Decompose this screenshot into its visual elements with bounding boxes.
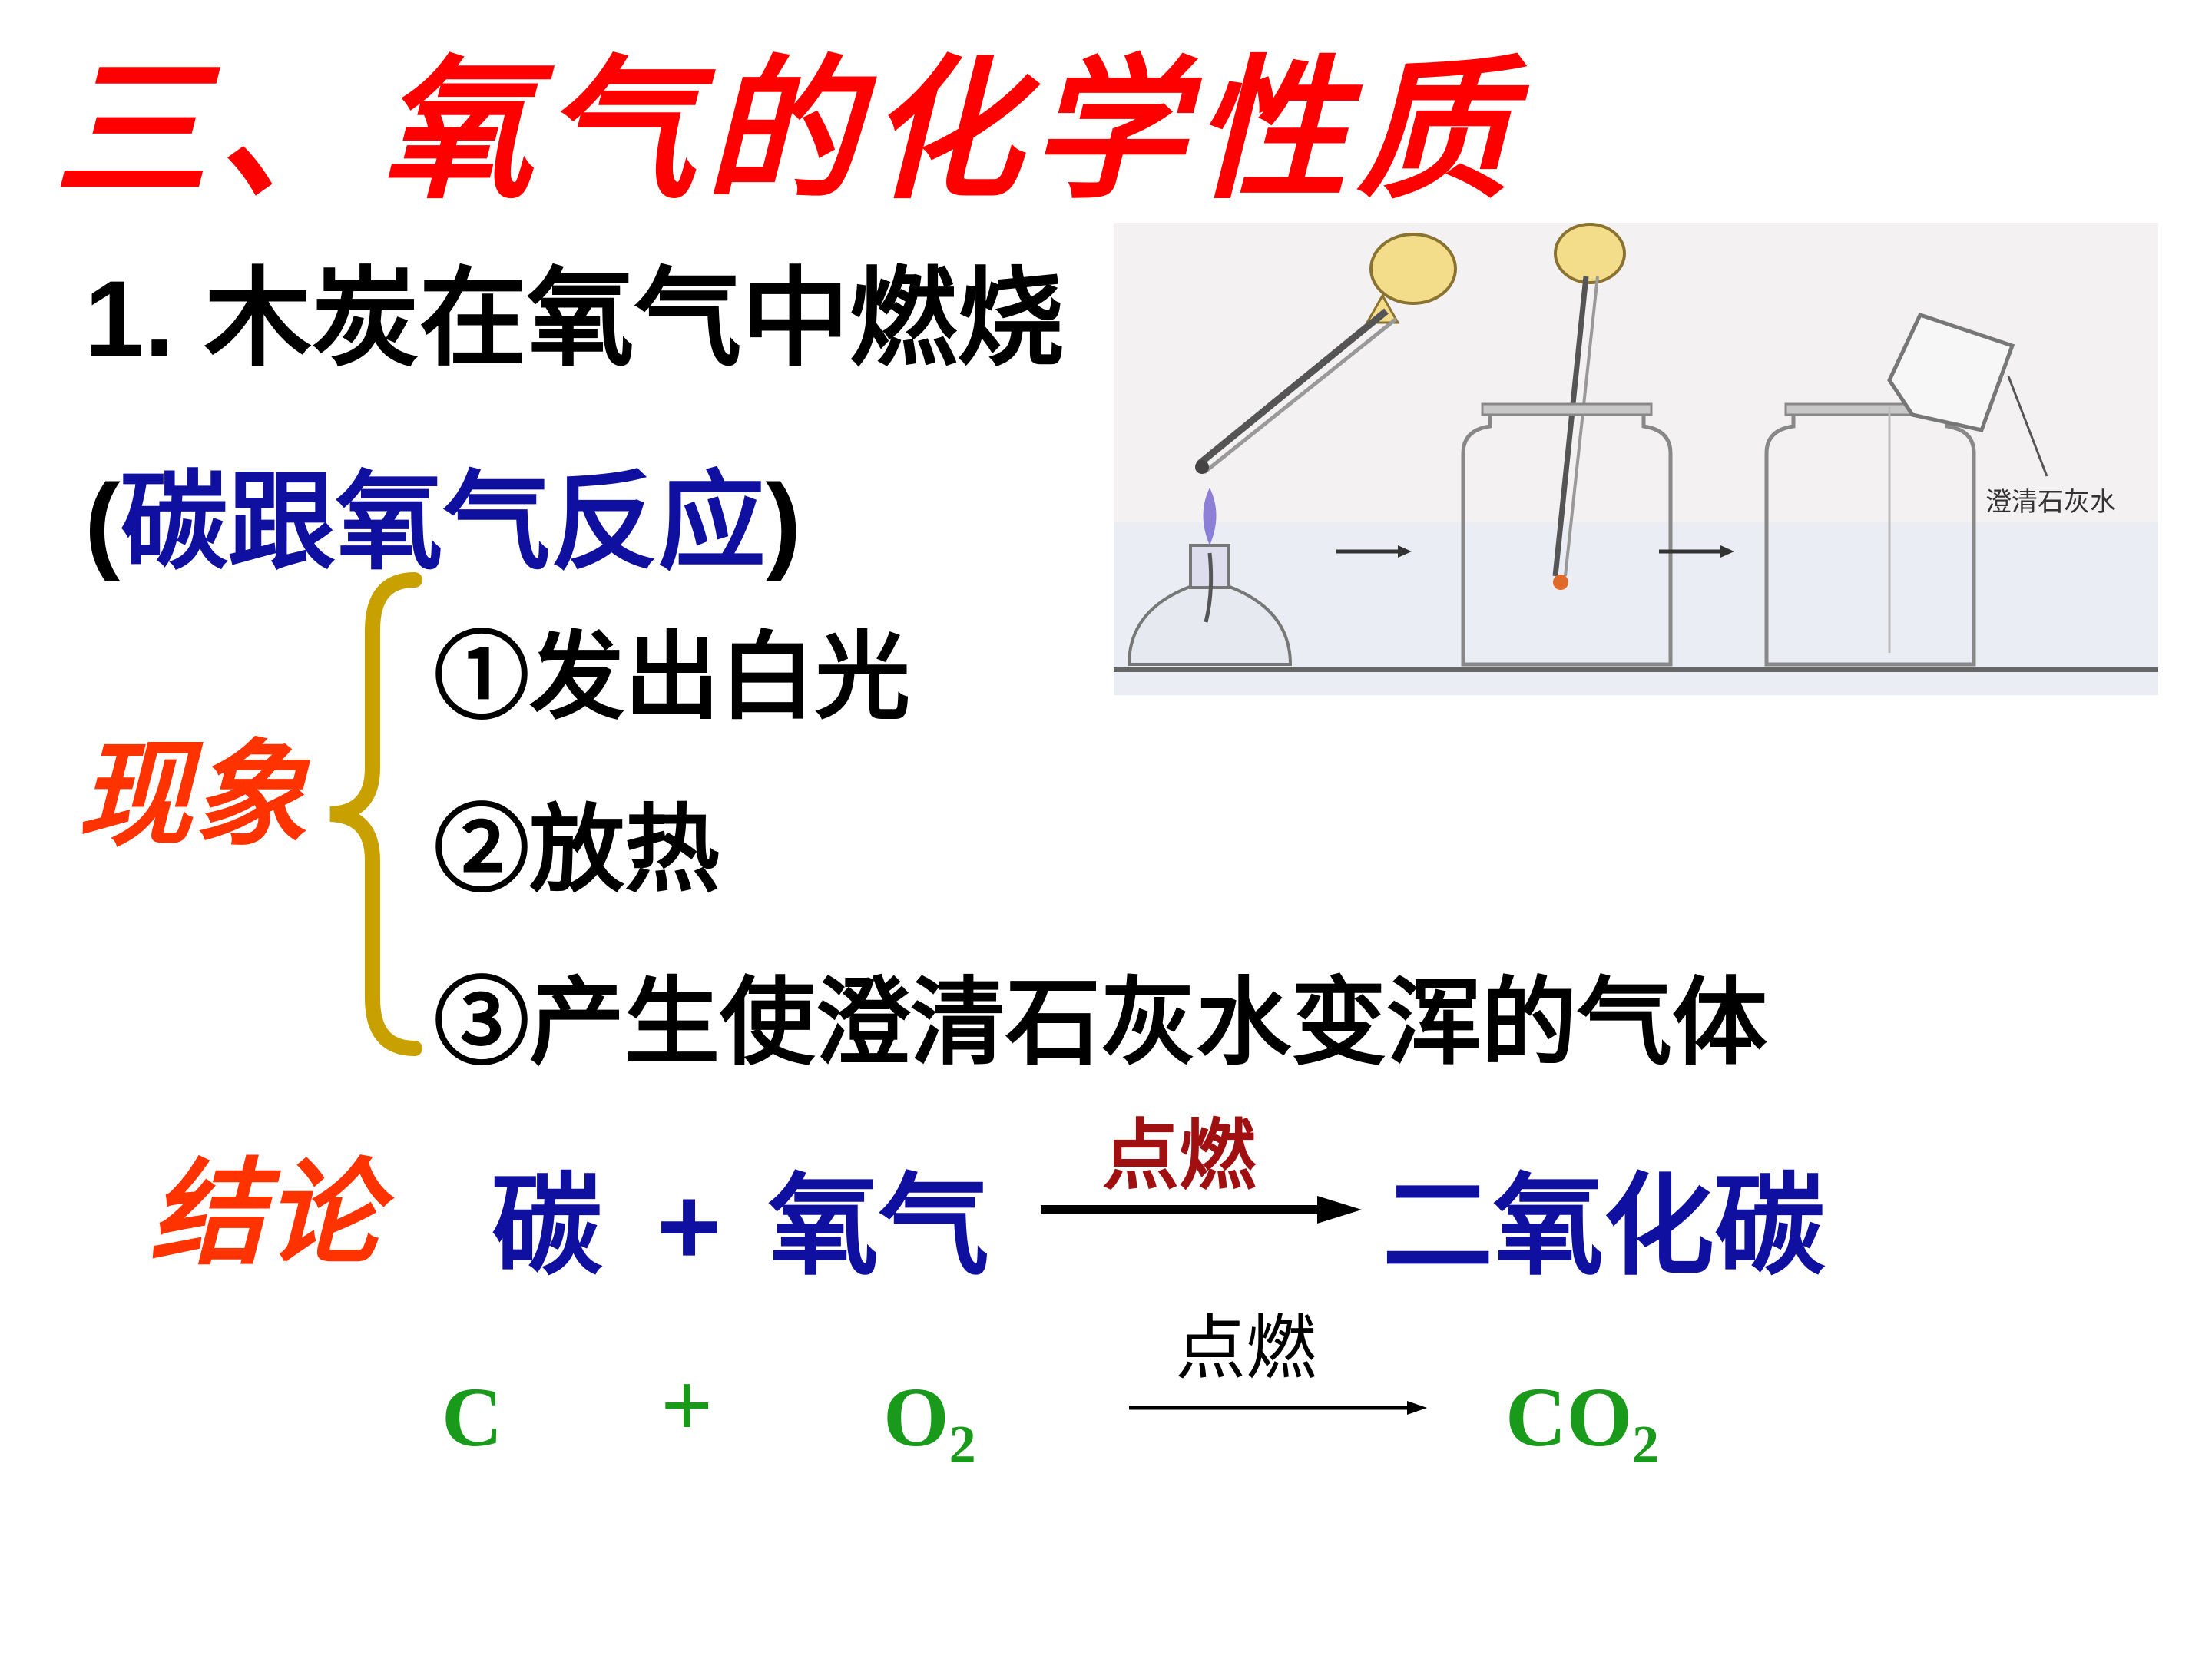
formula-reactant-o2: O2 <box>883 1375 976 1472</box>
o2-subscript: 2 <box>949 1416 976 1475</box>
word-plus: + <box>657 1164 722 1288</box>
formula-product-co2: CO2 <box>1505 1375 1659 1472</box>
observation-3: ③产生使澄清石灰水变浑的气体 <box>434 970 1768 1076</box>
reaction-name: 碳跟氧气反应 <box>120 462 766 582</box>
limewater-caption: 澄清石灰水 <box>1985 487 2116 518</box>
open-paren: ( <box>84 462 121 582</box>
curly-brace <box>329 572 422 1056</box>
formula-condition: 点燃 <box>1175 1310 1317 1388</box>
beaker-icon <box>1764 312 2048 667</box>
observation-1: ①发出白光 <box>434 624 911 730</box>
reaction-name-line: (碳跟氧气反应) <box>84 469 801 576</box>
co2-base: CO <box>1505 1370 1632 1464</box>
phenomena-label: 现象 <box>77 727 308 863</box>
conclusion-label: 结论 <box>150 1146 381 1281</box>
experiment-illustration: 澄清石灰水 <box>1114 223 2158 695</box>
co2-subscript: 2 <box>1632 1416 1659 1475</box>
formula-arrow <box>1129 1401 1427 1415</box>
word-arrow <box>1041 1196 1362 1224</box>
close-paren: ) <box>765 462 802 582</box>
formula-plus: + <box>661 1354 714 1456</box>
hand-tongs-icon <box>1195 233 1457 474</box>
word-reactant-oxygen: 氧气 <box>768 1164 990 1288</box>
formula-reactant-c: C <box>442 1370 503 1464</box>
alcohol-lamp-icon <box>1127 488 1293 666</box>
word-reactant-carbon: 碳 <box>492 1164 603 1288</box>
gas-jar-icon <box>1461 223 1673 667</box>
word-product: 二氧化碳 <box>1382 1164 1826 1288</box>
slide-title: 三、氧气的化学性质 <box>54 40 1520 220</box>
o2-base: O <box>883 1370 949 1464</box>
observation-2: ②放热 <box>434 797 720 903</box>
section-heading: 1. 木炭在氧气中燃烧 <box>84 258 1065 379</box>
word-condition: 点燃 <box>1102 1113 1256 1199</box>
